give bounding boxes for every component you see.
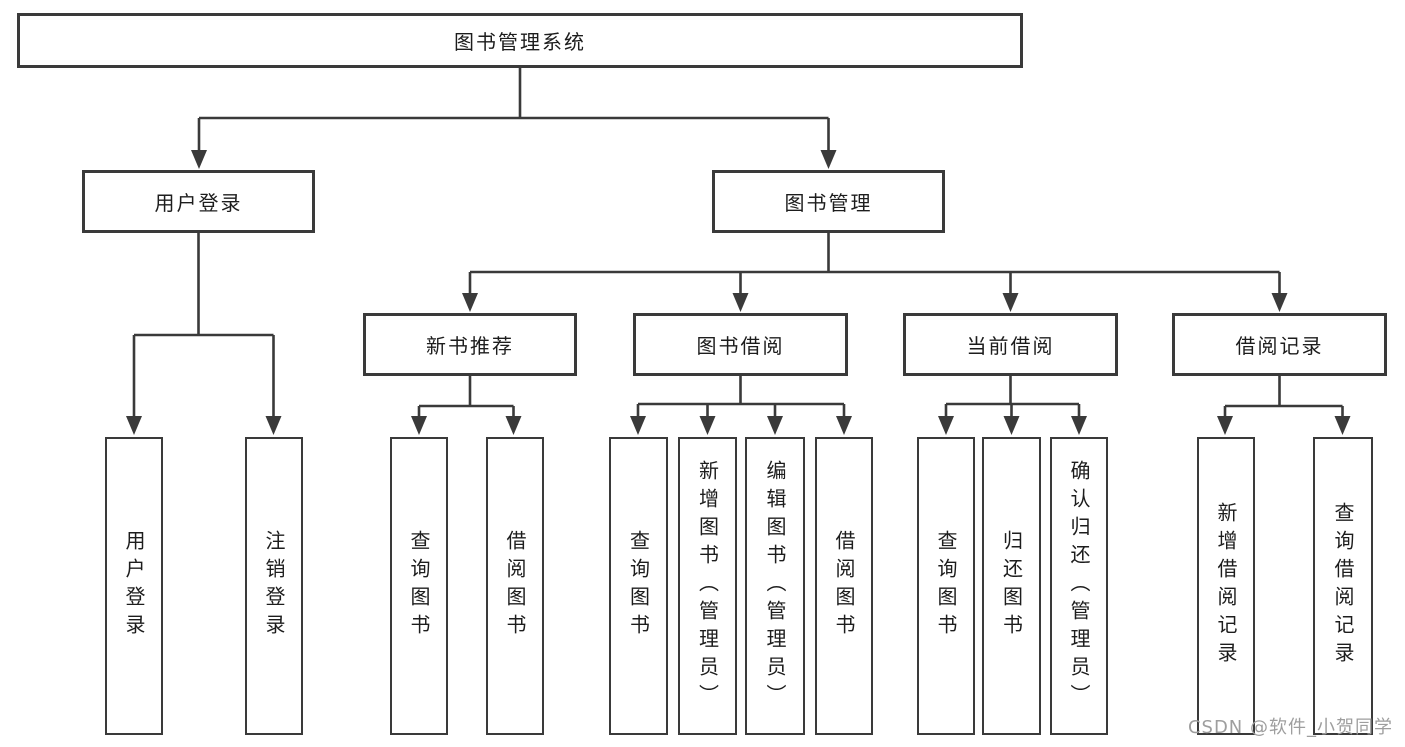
- leaf-query-books-borrowing: 查询图书: [609, 437, 668, 735]
- node-borrowing-records-label: 借阅记录: [1235, 334, 1324, 358]
- node-library-system-label: 图书管理系统: [454, 30, 586, 54]
- node-book-management-label: 图书管理: [784, 191, 873, 215]
- node-user-login-label: 用户登录: [154, 191, 243, 215]
- node-user-login: 用户登录: [82, 170, 315, 233]
- leaf-borrow-books-recommend: 借阅图书: [486, 437, 544, 735]
- leaf-confirm-return-admin-label: 确认归还（管理员）: [1067, 460, 1091, 712]
- node-new-book-recommendation: 新书推荐: [363, 313, 577, 376]
- node-current-borrowing: 当前借阅: [903, 313, 1118, 376]
- node-new-book-recommendation-label: 新书推荐: [426, 334, 514, 358]
- leaf-return-books: 归还图书: [982, 437, 1041, 735]
- leaf-borrow-books-recommend-label: 借阅图书: [503, 530, 527, 642]
- leaf-user-login-label: 用户登录: [122, 530, 146, 642]
- leaf-logout: 注销登录: [245, 437, 303, 735]
- leaf-borrow-books-borrowing: 借阅图书: [815, 437, 873, 735]
- leaf-query-books-current: 查询图书: [917, 437, 975, 735]
- leaf-edit-book-admin-label: 编辑图书（管理员）: [763, 460, 787, 712]
- leaf-add-borrow-record: 新增借阅记录: [1197, 437, 1255, 735]
- leaf-add-borrow-record-label: 新增借阅记录: [1214, 502, 1238, 670]
- leaf-query-books-recommend-label: 查询图书: [407, 530, 431, 642]
- leaf-add-book-admin-label: 新增图书（管理员）: [695, 460, 720, 712]
- leaf-user-login: 用户登录: [105, 437, 163, 735]
- node-library-system: 图书管理系统: [17, 13, 1023, 68]
- leaf-query-books-borrowing-label: 查询图书: [626, 530, 651, 642]
- leaf-query-borrow-record: 查询借阅记录: [1313, 437, 1373, 735]
- leaf-borrow-books-borrowing-label: 借阅图书: [832, 530, 856, 642]
- leaf-logout-label: 注销登录: [262, 530, 286, 642]
- leaf-confirm-return-admin: 确认归还（管理员）: [1050, 437, 1108, 735]
- csdn-watermark: CSDN @软件_小贺同学: [1187, 717, 1393, 738]
- node-book-borrowing: 图书借阅: [633, 313, 848, 376]
- node-borrowing-records: 借阅记录: [1172, 313, 1387, 376]
- leaf-return-books-label: 归还图书: [999, 530, 1024, 642]
- leaf-add-book-admin: 新增图书（管理员）: [678, 437, 737, 735]
- leaf-query-borrow-record-label: 查询借阅记录: [1331, 502, 1355, 670]
- node-current-borrowing-label: 当前借阅: [966, 334, 1055, 358]
- node-book-management: 图书管理: [712, 170, 945, 233]
- leaf-query-books-recommend: 查询图书: [390, 437, 448, 735]
- leaf-query-books-current-label: 查询图书: [934, 530, 958, 642]
- node-book-borrowing-label: 图书借阅: [696, 334, 785, 358]
- leaf-edit-book-admin: 编辑图书（管理员）: [745, 437, 805, 735]
